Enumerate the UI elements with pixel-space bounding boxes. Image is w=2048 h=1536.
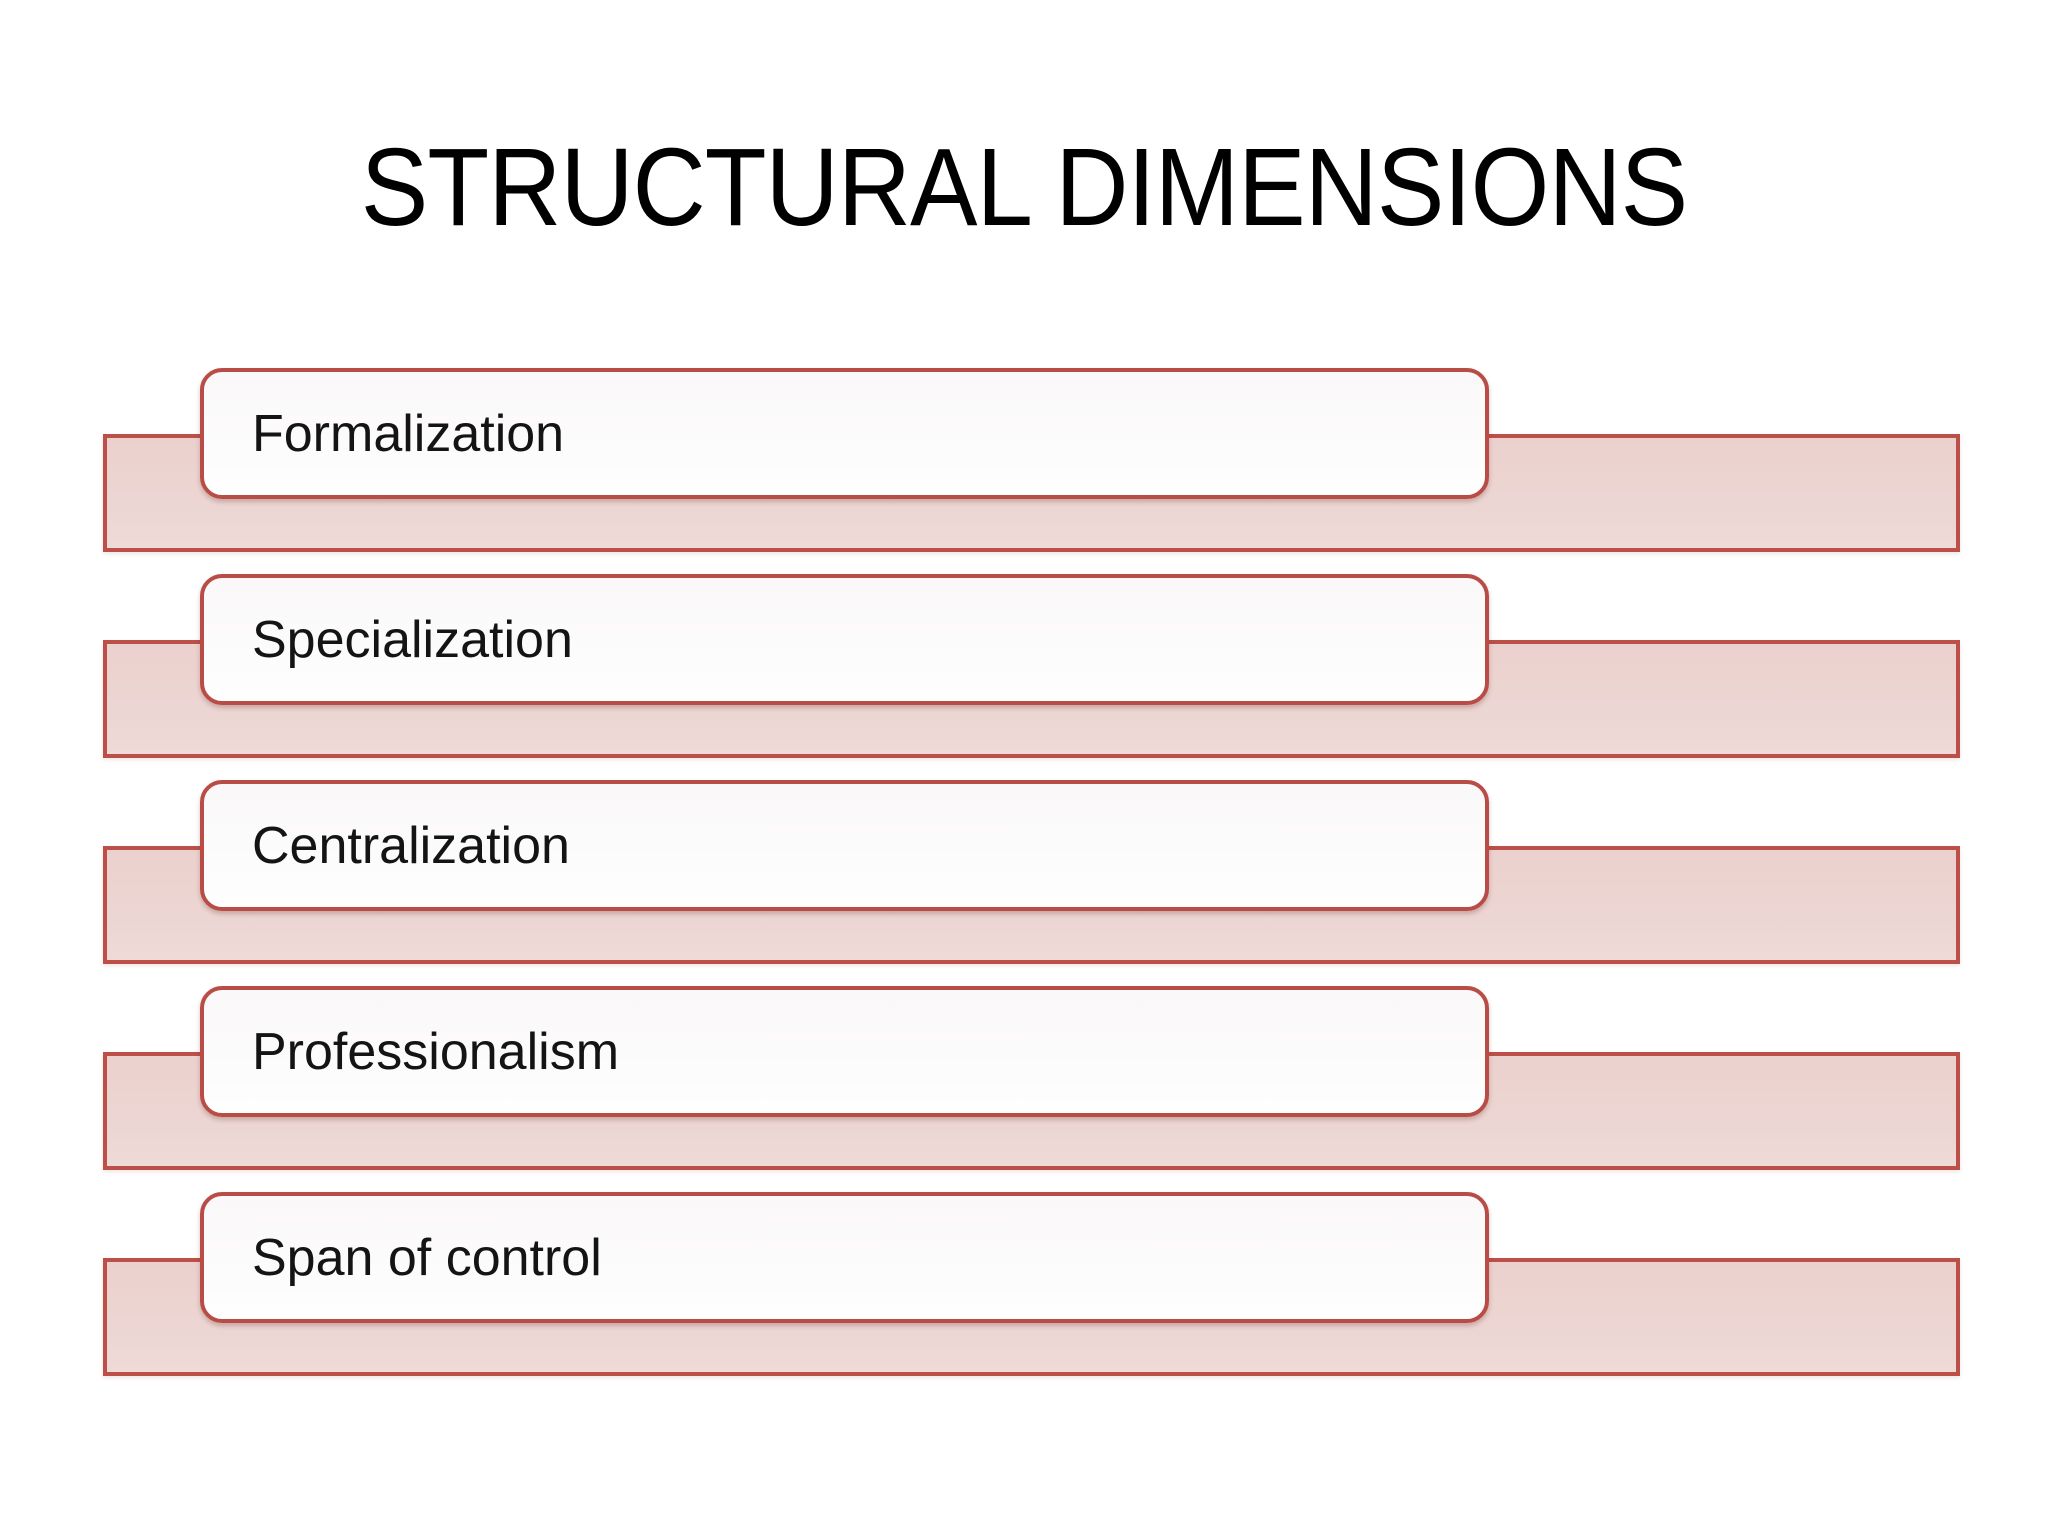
list-item: Specialization: [0, 574, 2048, 824]
item-box: Centralization: [200, 780, 1489, 911]
item-label: Formalization: [252, 404, 565, 463]
item-label: Centralization: [252, 816, 570, 875]
list-item: Span of control: [0, 1192, 2048, 1442]
list-item: Formalization: [0, 368, 2048, 618]
item-box: Formalization: [200, 368, 1489, 499]
item-label: Professionalism: [252, 1022, 620, 1081]
page-title: STRUCTURAL DIMENSIONS: [360, 126, 1688, 249]
item-label: Specialization: [252, 610, 573, 669]
item-box: Span of control: [200, 1192, 1489, 1323]
item-label: Span of control: [252, 1228, 602, 1287]
list-item: Centralization: [0, 780, 2048, 1030]
item-box: Professionalism: [200, 986, 1489, 1117]
list-item: Professionalism: [0, 986, 2048, 1236]
item-box: Specialization: [200, 574, 1489, 705]
